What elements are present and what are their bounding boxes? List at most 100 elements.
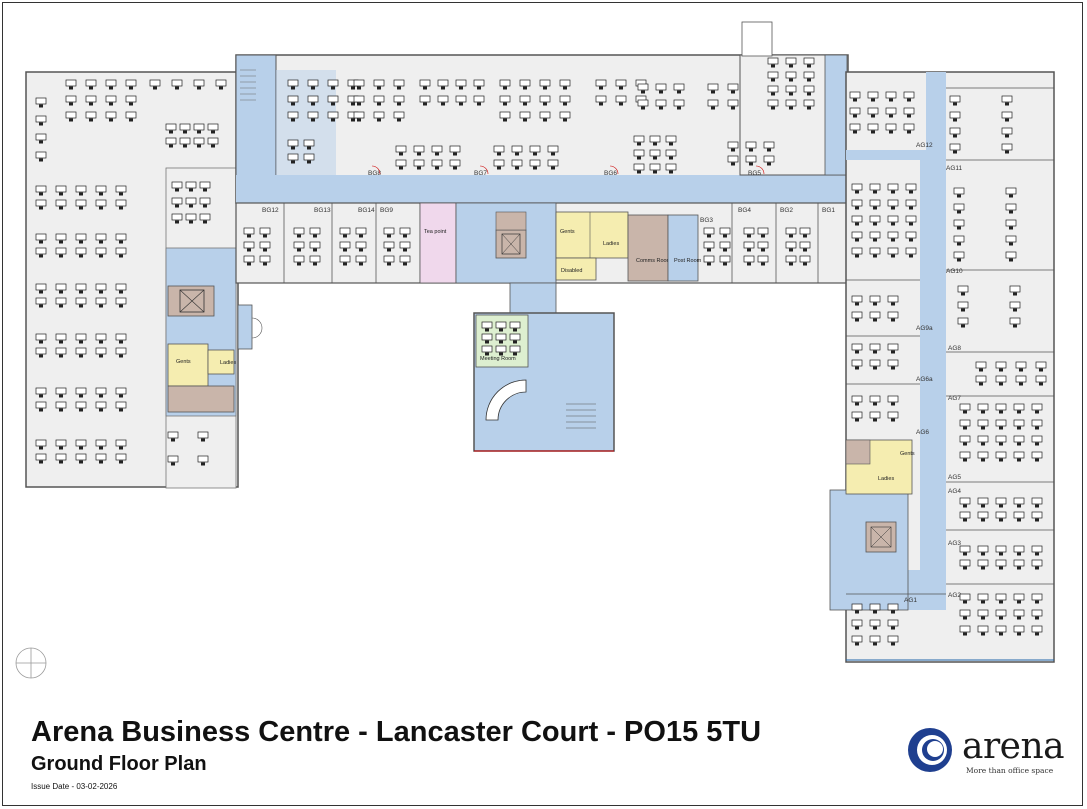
chair: [485, 352, 489, 356]
desk: [953, 203, 965, 211]
desk: [995, 419, 1007, 427]
chair: [891, 402, 895, 406]
desk: [287, 79, 299, 87]
chair: [175, 220, 179, 224]
desk: [495, 333, 507, 341]
chair: [891, 366, 895, 370]
desk: [851, 183, 863, 191]
desk: [167, 455, 179, 463]
desk: [105, 111, 117, 119]
desk: [95, 247, 107, 255]
desk: [869, 183, 881, 191]
desk: [1031, 625, 1043, 633]
central-ladies-label: Ladies: [603, 241, 619, 247]
desk: [851, 359, 863, 367]
desk: [637, 83, 649, 91]
chair: [183, 130, 187, 134]
chair: [99, 240, 103, 244]
chair: [59, 394, 63, 398]
desk: [55, 297, 67, 305]
desk: [1015, 361, 1027, 369]
chair: [771, 64, 775, 68]
chair: [169, 144, 173, 148]
chair: [761, 234, 765, 238]
disabled-label: Disabled: [561, 268, 582, 274]
desk: [243, 227, 255, 235]
chair: [311, 118, 315, 122]
chair: [59, 460, 63, 464]
desk: [449, 159, 461, 167]
chair: [855, 350, 859, 354]
chair: [331, 86, 335, 90]
chair: [387, 248, 391, 252]
chair: [343, 234, 347, 238]
chair: [599, 102, 603, 106]
chair: [999, 518, 1003, 522]
chair: [551, 152, 555, 156]
desk: [959, 511, 971, 519]
chair: [459, 86, 463, 90]
desk: [393, 95, 405, 103]
desk: [887, 247, 899, 255]
chair: [981, 410, 985, 414]
desk: [959, 403, 971, 411]
desk: [743, 227, 755, 235]
chair: [1009, 210, 1013, 214]
chair: [543, 118, 547, 122]
chair: [397, 102, 401, 106]
desk: [785, 241, 797, 249]
desk: [757, 227, 769, 235]
chair: [1013, 308, 1017, 312]
west-ladies-toilet: [207, 349, 235, 375]
room-code-bg5: BG5: [748, 170, 761, 177]
desk: [95, 387, 107, 395]
chair: [313, 248, 317, 252]
chair: [789, 262, 793, 266]
chair: [999, 442, 1003, 446]
desk: [115, 233, 127, 241]
chair: [761, 248, 765, 252]
desk: [1031, 403, 1043, 411]
desk: [745, 155, 757, 163]
desk: [727, 141, 739, 149]
desk: [851, 215, 863, 223]
desk: [495, 321, 507, 329]
chair: [855, 402, 859, 406]
desk: [869, 619, 881, 627]
desk: [65, 95, 77, 103]
logo-wordmark: arena: [962, 726, 1065, 767]
chair: [59, 408, 63, 412]
chair: [39, 104, 43, 108]
plan-subtitle: Ground Floor Plan: [31, 753, 207, 775]
desk: [763, 155, 775, 163]
desk-layout: [35, 57, 1047, 646]
chair: [387, 262, 391, 266]
chair: [59, 192, 63, 196]
chair: [641, 90, 645, 94]
desk: [185, 197, 197, 205]
east-gents-label: Gents: [900, 451, 915, 457]
desk: [995, 625, 1007, 633]
chair: [981, 552, 985, 556]
chair: [1035, 458, 1039, 462]
chair: [351, 102, 355, 106]
chair: [89, 86, 93, 90]
chair: [873, 254, 877, 258]
chair: [563, 118, 567, 122]
chair: [119, 446, 123, 450]
desk: [745, 141, 757, 149]
desk: [473, 95, 485, 103]
room-code-ag5: AG5: [948, 474, 961, 481]
desk: [287, 111, 299, 119]
desk: [953, 187, 965, 195]
chair: [399, 152, 403, 156]
desk: [767, 85, 779, 93]
desk: [959, 609, 971, 617]
desk: [95, 453, 107, 461]
chair: [999, 600, 1003, 604]
chair: [789, 248, 793, 252]
west-gents-toilet: [167, 343, 209, 387]
desk: [115, 247, 127, 255]
chair: [907, 98, 911, 102]
chair: [723, 234, 727, 238]
